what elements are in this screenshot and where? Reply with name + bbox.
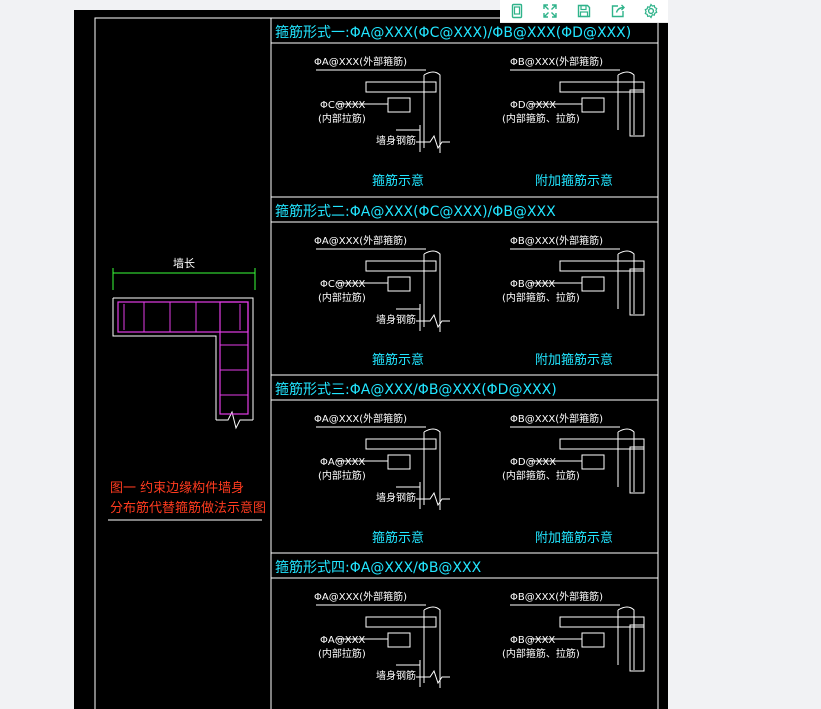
inner-stirrup-note: (内部箍筋、拉筋) — [502, 291, 580, 304]
inner-tie-note: (内部拉筋) — [318, 291, 366, 304]
stirrup-form-panel: 箍筋形式一:ΦA@XXX(ΦC@XXX)/ΦB@XXX(ΦD@XXX) ΦA@XX… — [271, 24, 658, 189]
figure-caption-line1: 图一 约束边缘构件墙身 — [110, 480, 244, 496]
outer-stirrup-label: ΦA@XXX(外部箍筋) — [314, 55, 407, 68]
inner-stirrup-label: ΦD@XXX — [510, 457, 556, 468]
drawing-frame — [94, 17, 659, 709]
stirrup-form-title: 箍筋形式三:ΦA@XXX/ΦB@XXX(ΦD@XXX) — [275, 381, 557, 398]
dimension-label: 墙长 — [173, 256, 195, 270]
inner-stirrup-note: (内部箍筋、拉筋) — [502, 112, 580, 125]
stirrup-forms: 箍筋形式一:ΦA@XXX(ΦC@XXX)/ΦB@XXX(ΦD@XXX) ΦA@XX… — [271, 24, 658, 688]
fit-page-button[interactable] — [505, 1, 529, 21]
stirrup-form-title: 箍筋形式四:ΦA@XXX/ΦB@XXX — [275, 559, 482, 576]
inner-tie-note: (内部拉筋) — [318, 469, 366, 482]
figure-caption-line2: 分布筋代替箍筋做法示意图 — [110, 500, 266, 516]
inner-tie-label: ΦA@XXX — [320, 457, 365, 468]
outer-stirrup-label: ΦA@XXX(外部箍筋) — [314, 234, 407, 247]
extra-stirrup-caption: 附加箍筋示意 — [535, 352, 613, 368]
settings-button[interactable] — [639, 1, 663, 21]
drawing-canvas[interactable] — [74, 10, 668, 709]
stirrup-caption: 箍筋示意 — [372, 173, 424, 189]
stirrup-form-panel: 箍筋形式四:ΦA@XXX/ΦB@XXXΦA@XXX(外部箍筋)ΦA@XXX(内部… — [271, 552, 658, 688]
inner-stirrup-label: ΦB@XXX — [510, 279, 555, 290]
save-button[interactable] — [572, 1, 596, 21]
outer-stirrup-label: ΦA@XXX(外部箍筋) — [314, 590, 407, 603]
extra-stirrup-caption: 附加箍筋示意 — [535, 173, 613, 189]
gear-icon — [644, 3, 658, 19]
outer-stirrup-label: ΦB@XXX(外部箍筋) — [510, 412, 603, 425]
inner-tie-note: (内部拉筋) — [318, 112, 366, 125]
wall-rebar-label: 墙身钢筋 — [376, 134, 416, 147]
inner-tie-label: ΦA@XXX — [320, 635, 365, 646]
wall-section-detail: 墙长 — [112, 256, 256, 430]
fullscreen-button[interactable] — [538, 1, 562, 21]
share-button[interactable] — [606, 1, 630, 21]
viewer-toolbar — [500, 0, 668, 23]
stirrup-caption: 箍筋示意 — [372, 530, 424, 546]
outer-stirrup-label: ΦB@XXX(外部箍筋) — [510, 55, 603, 68]
inner-stirrup-note: (内部箍筋、拉筋) — [502, 647, 580, 660]
inner-tie-label: ΦC@XXX — [320, 100, 366, 111]
inner-tie-label: ΦC@XXX — [320, 279, 366, 290]
expand-icon — [543, 4, 558, 18]
inner-stirrup-note: (内部箍筋、拉筋) — [502, 469, 580, 482]
stirrup-form-panel: 箍筋形式二:ΦA@XXX(ΦC@XXX)/ΦB@XXX ΦA@XXX(外部箍筋) Φ… — [271, 196, 658, 368]
share-icon — [611, 4, 625, 18]
stirrup-form-title: 箍筋形式二:ΦA@XXX(ΦC@XXX)/ΦB@XXX — [275, 203, 556, 220]
outer-stirrup-label: ΦA@XXX(外部箍筋) — [314, 412, 407, 425]
page-icon — [511, 3, 522, 19]
wall-rebar-label: 墙身钢筋 — [376, 669, 416, 682]
inner-tie-note: (内部拉筋) — [318, 647, 366, 660]
outer-stirrup-label: ΦB@XXX(外部箍筋) — [510, 590, 603, 603]
extra-stirrup-caption: 附加箍筋示意 — [535, 530, 613, 546]
save-icon — [577, 4, 591, 18]
inner-stirrup-label: ΦD@XXX — [510, 100, 556, 111]
wall-rebar-label: 墙身钢筋 — [376, 313, 416, 326]
stirrup-form-title: 箍筋形式一:ΦA@XXX(ΦC@XXX)/ΦB@XXX(ΦD@XXX) — [275, 24, 631, 41]
outer-stirrup-label: ΦB@XXX(外部箍筋) — [510, 234, 603, 247]
wall-rebar-label: 墙身钢筋 — [376, 491, 416, 504]
stirrup-caption: 箍筋示意 — [372, 352, 424, 368]
inner-stirrup-label: ΦB@XXX — [510, 635, 555, 646]
stirrup-form-panel: 箍筋形式三:ΦA@XXX/ΦB@XXX(ΦD@XXX) ΦA@XXX(外部箍筋) Φ… — [271, 374, 658, 546]
